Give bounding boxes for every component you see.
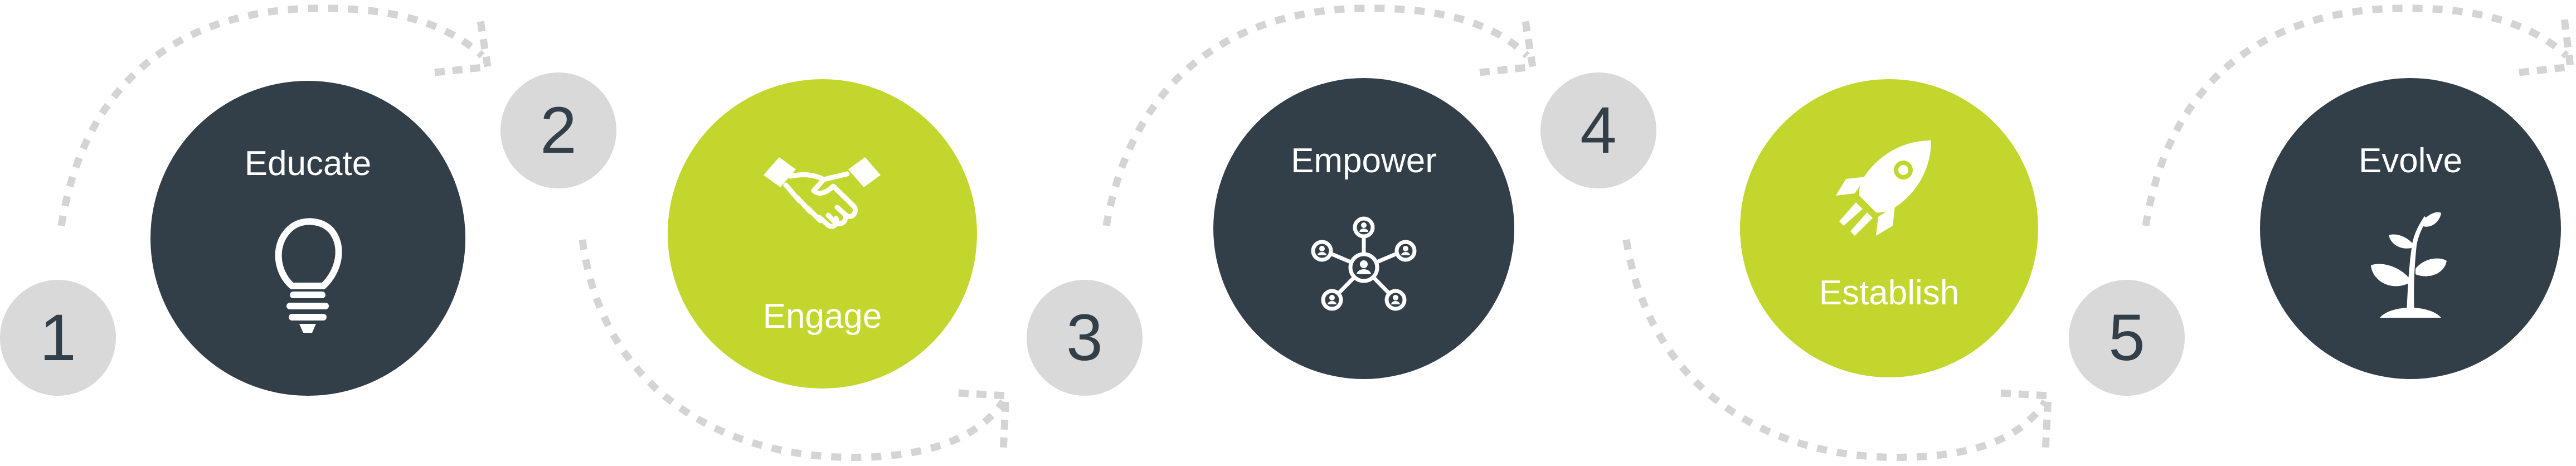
step-number-2: 2 [500,72,616,188]
arrow-3-to-4 [1102,4,1530,227]
sprout-icon [2371,212,2447,318]
lightbulb-icon [275,218,342,333]
step-label: Empower [1291,142,1437,180]
step-number-5: 5 [2069,280,2185,396]
step-circle-empower: Empower [1213,78,1514,379]
network-icon [1311,216,1417,311]
step-label: Engage [762,297,882,336]
arrow-5-to-end [2142,4,2569,227]
step-circle-evolve: Evolve [2260,78,2561,379]
arrowhead-5 [2519,13,2575,76]
step-label: Establish [1819,274,1960,312]
handshake-icon [764,157,881,229]
step-label: Evolve [2358,142,2463,180]
step-circle-engage: Engage [668,79,977,389]
arrow-1-to-2 [57,4,485,227]
step-number-4: 4 [1540,72,1656,188]
arrow-2-to-3 [579,239,1007,462]
arrowhead-3 [1479,13,1537,76]
arrow-4-to-5 [1622,239,2049,462]
step-circle-educate: Educate [150,81,465,396]
step-number-1: 1 [0,280,116,396]
step-circle-establish: Establish [1740,79,2038,377]
rocket-icon [1836,140,1931,236]
arrowhead-1 [434,13,492,76]
step-label: Educate [244,144,372,183]
step-number-3: 3 [1027,280,1143,396]
